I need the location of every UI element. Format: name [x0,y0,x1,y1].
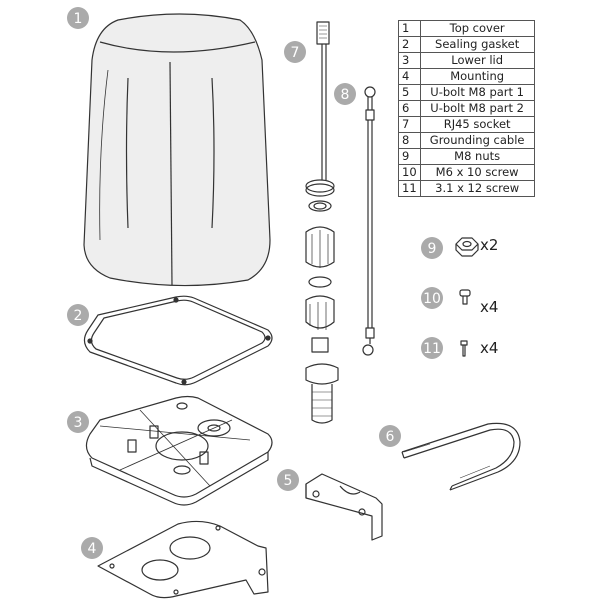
part-number: 8 [398,132,421,149]
callout-number: 5 [284,473,293,489]
part-name: Top cover [419,20,535,37]
part-name: RJ45 socket [419,116,535,133]
callout-number: 6 [386,429,395,445]
part-name: Grounding cable [419,132,535,149]
part-number: 7 [398,116,421,133]
callout-circle [67,411,89,433]
part-number: 9 [398,148,421,165]
part-number: 1 [398,20,421,37]
part-number: 10 [398,164,421,181]
part-name: M6 x 10 screw [419,164,535,181]
m6-screw-quantity: x4 [480,298,498,316]
nut-quantity: x2 [480,236,498,254]
callout-circle [334,83,356,105]
callout-badge: 3 [67,411,89,433]
callout-badge: 5 [277,469,299,491]
part-number: 6 [398,100,421,117]
callout-badge: 4 [81,537,103,559]
m6-screw [459,289,471,305]
callout-circle [421,237,443,259]
u-bolt-part-2 [401,422,521,491]
part-name: U-bolt M8 part 1 [419,84,535,101]
callout-number: 9 [428,241,437,257]
callout-number: 7 [291,45,300,61]
u-bolt-part-1 [305,473,383,541]
part-name: Mounting [419,68,535,85]
sealing-gasket [83,295,273,386]
part-name: 3.1 x 12 screw [419,180,535,197]
top-cover [83,13,271,287]
part-name: U-bolt M8 part 2 [419,100,535,117]
callout-badge: 9 [421,237,443,259]
callout-circle [277,469,299,491]
callout-number: 11 [423,341,441,357]
callout-circle [421,337,443,359]
mounting-bracket [97,520,269,599]
callout-number: 10 [423,291,441,307]
part-name: Lower lid [419,52,535,69]
callout-badge: 11 [421,337,443,359]
part-number: 5 [398,84,421,101]
callout-number: 3 [74,415,83,431]
callout-badge: 6 [379,425,401,447]
lower-lid [85,395,273,506]
small-screw-quantity: x4 [480,339,498,357]
callout-number: 8 [341,87,350,103]
part-number: 2 [398,36,421,53]
part-name: Sealing gasket [419,36,535,53]
callout-circle [81,537,103,559]
small-screw [460,340,468,357]
callout-number: 2 [74,308,83,324]
m8-nut [455,237,479,257]
part-number: 4 [398,68,421,85]
callout-badge: 7 [284,41,306,63]
callout-circle [284,41,306,63]
callout-badge: 2 [67,304,89,326]
grounding-cable [362,86,376,356]
part-number: 3 [398,52,421,69]
callout-circle [421,287,443,309]
callout-badge: 8 [334,83,356,105]
callout-number: 4 [88,541,97,557]
callout-badge: 10 [421,287,443,309]
part-name: M8 nuts [419,148,535,165]
callout-circle [379,425,401,447]
callout-circle [67,7,89,29]
part-number: 11 [398,180,421,197]
callout-badge: 1 [67,7,89,29]
callout-circle [67,304,89,326]
rj45-socket [305,21,339,424]
callout-number: 1 [74,11,83,27]
